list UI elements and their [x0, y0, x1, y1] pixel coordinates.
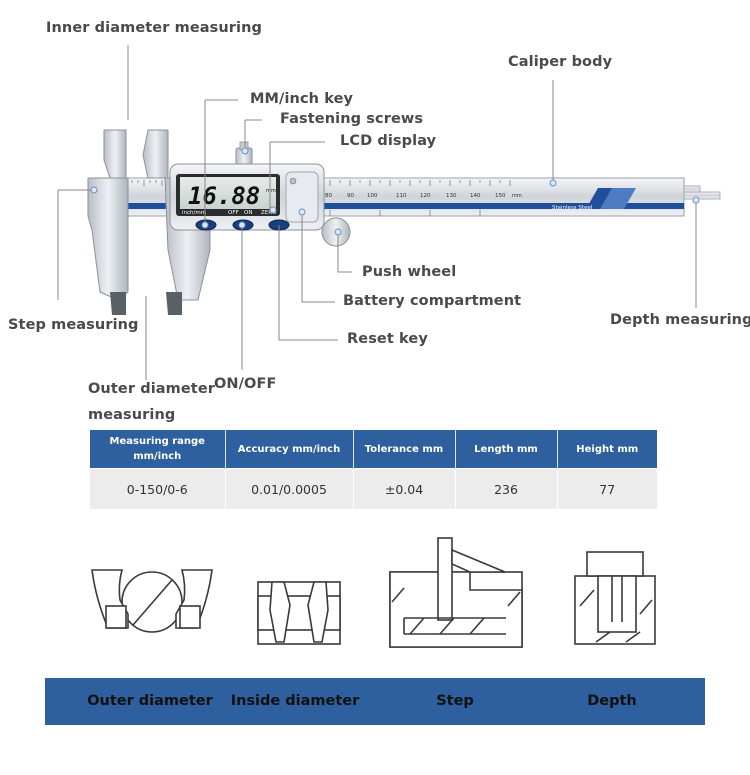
- step-illustration: [389, 537, 523, 648]
- lead-dots: [90, 147, 700, 236]
- label-step-measuring: Step measuring: [8, 317, 139, 333]
- spec-header-cell: Height mm: [557, 430, 657, 469]
- mode-label-inside-diameter: Inside diameter: [230, 693, 360, 709]
- fixed-jaw: [87, 129, 129, 315]
- label-lcd-display: LCD display: [340, 133, 437, 149]
- spec-cell: 236: [455, 468, 558, 509]
- label-outer-diameter: Outer diameter measuring: [88, 381, 216, 423]
- caliper-diagram: 0 80 90 100 110 120 130 140 150 mm Stain…: [57, 45, 721, 380]
- spec-table: Measuring range mm/inch Accuracy mm/inch…: [90, 430, 657, 509]
- spec-header-cell: Measuring range mm/inch: [90, 430, 226, 469]
- scale-number: 100: [367, 193, 378, 199]
- spec-header-cell: Length mm: [455, 430, 558, 469]
- lead-lines: [57, 45, 697, 380]
- measurement-modes-bar: Outer diameter Inside diameter Step Dept…: [45, 678, 705, 725]
- scale-number: 130: [446, 193, 457, 199]
- lcd-reading: 16.88: [188, 182, 260, 210]
- spec-header-row: Measuring range mm/inch Accuracy mm/inch…: [90, 430, 657, 469]
- beam-brand-text: Stainless Steel: [552, 205, 593, 211]
- scale-number: 150: [495, 193, 506, 199]
- label-push-wheel: Push wheel: [362, 264, 457, 280]
- mode-label-step: Step: [436, 693, 474, 709]
- button-label-on: ON: [244, 210, 252, 216]
- scale-number: 90: [347, 193, 354, 199]
- button-label-zero: ZERO: [261, 210, 277, 216]
- inside-diameter-illustration: [257, 581, 341, 645]
- lcd-unit: mm: [266, 188, 276, 194]
- spec-cell: ±0.04: [353, 468, 456, 509]
- scale-unit-label: mm: [512, 193, 522, 199]
- label-battery-compartment: Battery compartment: [343, 293, 522, 309]
- spec-header-cell: Accuracy mm/inch: [225, 430, 354, 469]
- mode-label-outer-diameter: Outer diameter: [87, 693, 213, 709]
- scale-number: 80: [325, 193, 332, 199]
- label-fastening-screws: Fastening screws: [280, 111, 424, 127]
- spec-cell: 0.01/0.0005: [225, 468, 354, 509]
- spec-cell: 0-150/0-6: [90, 468, 226, 509]
- button-label-inch-mm: inch/mm: [182, 210, 206, 216]
- scale-number: 140: [470, 193, 481, 199]
- label-mm-inch-key: MM/inch key: [250, 91, 354, 107]
- label-on-off: ON/OFF: [214, 376, 277, 392]
- spec-cell: 77: [557, 468, 657, 509]
- outer-diameter-illustration: [91, 569, 213, 633]
- label-caliper-body: Caliper body: [508, 54, 613, 70]
- table-row: 0-150/0-6 0.01/0.0005 ±0.04 236 77: [90, 468, 657, 509]
- mode-label-depth: Depth: [587, 693, 637, 709]
- button-label-off: OFF: [228, 210, 239, 216]
- scale-number: 120: [420, 193, 431, 199]
- label-depth-measuring: Depth measuring: [610, 312, 750, 328]
- scale-number: 110: [396, 193, 407, 199]
- depth-illustration: [574, 551, 656, 645]
- spec-header-cell: Tolerance mm: [353, 430, 456, 469]
- label-reset-key: Reset key: [347, 331, 428, 347]
- label-inner-diameter: Inner diameter measuring: [46, 20, 263, 36]
- measurement-modes: [91, 537, 656, 648]
